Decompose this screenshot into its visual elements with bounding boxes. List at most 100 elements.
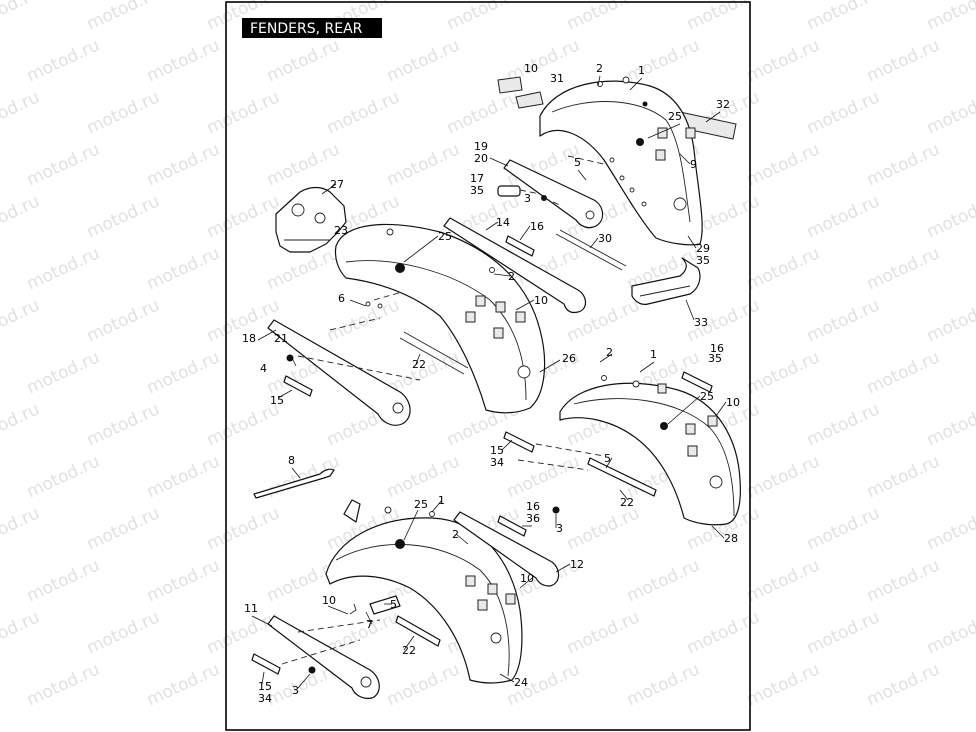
leader-lines [251,75,727,689]
callout-label: 22 [412,358,426,371]
watermark-text: motod.ru [864,451,943,502]
callout-label: 31 [550,72,564,85]
watermark-text: motod.ru [384,451,463,502]
watermark-text: motod.ru [444,0,523,35]
watermark-text: motod.ru [24,243,103,294]
callout-label: 5 [574,156,581,169]
watermark-text: motod.ru [144,35,223,86]
watermark-text: motod.ru [84,399,163,450]
callout-label: 29 [696,242,710,255]
watermark-text: motod.ru [624,659,703,710]
watermark-text: motod.ru [744,139,823,190]
watermark-text: motod.ru [924,191,976,242]
watermark-text: motod.ru [564,503,643,554]
watermark-text: motod.ru [804,191,883,242]
watermark-text: motod.ru [84,87,163,138]
part-15-plate-left [283,375,313,397]
part-15-plate-mid [503,431,535,453]
right-rear-fender-assembly [503,371,741,526]
callout-label: 3 [292,684,299,697]
watermark-text: motod.ru [744,555,823,606]
watermark-text: motod.ru [924,87,976,138]
watermark-text: motod.ru [84,191,163,242]
part-11-strut [267,615,380,699]
part-14-strut [443,217,587,314]
callout-label: 5 [604,452,611,465]
watermark-text: motod.ru [144,659,223,710]
watermark-text: motod.ru [204,399,283,450]
watermark-text: motod.ru [924,503,976,554]
watermark-text: motod.ru [804,295,883,346]
watermark-text: motod.ru [84,503,163,554]
watermark-text: motod.ru [264,35,343,86]
callout-label: 35 [708,352,722,365]
callout-label: 10 [520,572,534,585]
watermark-text: motod.ru [864,555,943,606]
bottom-rear-fender-assembly [251,499,560,699]
callout-label: 16 [710,342,724,355]
callout-label: 12 [570,558,584,571]
part-33-bracket [631,257,701,305]
callout-label: 30 [598,232,612,245]
callout-label: 1 [650,348,657,361]
watermark-text: motod.ru [564,0,643,35]
callout-label: 4 [260,362,267,375]
watermark-text: motod.ru [924,399,976,450]
part-13-plate [497,76,523,94]
part-17-plate [497,185,521,197]
callout-label: 22 [620,496,634,509]
watermark-text: motod.ru [624,555,703,606]
watermark-text: motod.ru [744,243,823,294]
watermark-text: motod.ru [804,607,883,658]
callout-label: 34 [490,456,504,469]
callout-label: 33 [694,316,708,329]
watermark-text: motod.ru [804,399,883,450]
watermark-text: motod.ru [744,659,823,710]
callout-label: 17 [470,172,484,185]
callout-label: 11 [244,602,258,615]
callout-label: 25 [414,498,428,511]
callout-label: 10 [322,594,336,607]
callout-label: 10 [726,396,740,409]
watermark-text: motod.ru [384,35,463,86]
watermark-text: motod.ru [144,243,223,294]
watermark-text: motod.ru [864,347,943,398]
watermark-text: motod.ru [684,607,763,658]
watermark-text: motod.ru [444,191,523,242]
watermark-text: motod.ru [24,139,103,190]
callout-label: 2 [606,346,613,359]
part-22-rod-right [587,457,657,497]
callout-label: 35 [470,184,484,197]
callout-label: 27 [330,178,344,191]
callout-label: 25 [668,110,682,123]
part-15-plate-bottom [251,653,281,675]
watermark-text: motod.ru [744,35,823,86]
page-frame [225,1,751,731]
part-31-plate [515,91,544,109]
watermark-text: motod.ru [384,139,463,190]
watermark-text: motod.ru [84,0,163,35]
part-27-bracket [275,186,347,253]
watermark-text: motod.ru [24,555,103,606]
callout-label: 2 [596,62,603,75]
part-8-tool [253,468,335,499]
watermark-text: motod.ru [864,243,943,294]
callout-label: 5 [390,598,397,611]
part-5-plate-bottom [369,595,401,615]
part-16-plate-bottom [497,515,527,537]
watermark-text: motod.ru [864,659,943,710]
callout-label: 24 [514,676,528,689]
part-28-fender [559,382,741,526]
watermark-text: motod.ru [864,139,943,190]
part-19-strut [503,159,604,229]
watermark-text: motod.ru [684,0,763,35]
callout-label: 15 [490,444,504,457]
watermark-text: motod.ru [864,35,943,86]
callout-label: 3 [556,522,563,535]
callout-labels: 1 2 10 31 32 25 9 19 20 5 17 35 3 29 35 … [242,62,740,705]
callout-label: 36 [526,512,540,525]
watermark-text: motod.ru [204,607,283,658]
watermark-text: motod.ru [0,399,43,450]
callout-label: 9 [690,158,697,171]
